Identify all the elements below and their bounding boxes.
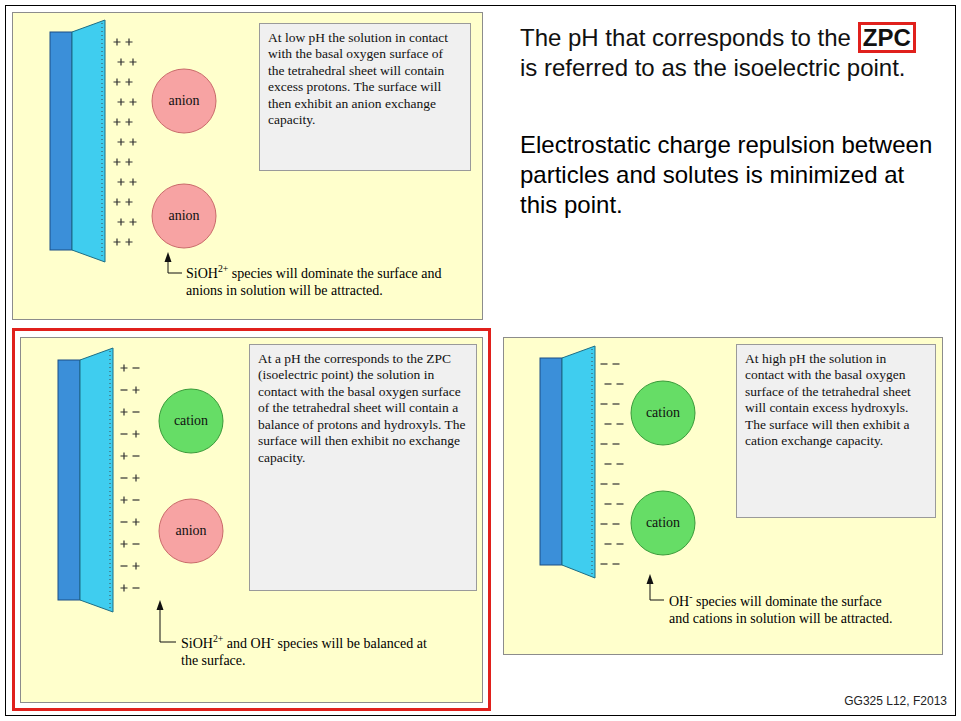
caption-text: SiOH2+ species will dominate the surface… (186, 265, 476, 299)
panel-ground (20, 337, 483, 703)
body-text: Electrostatic charge repulsion between p… (520, 130, 940, 220)
ion-circle: anion (151, 68, 217, 134)
term: ZPC (863, 24, 911, 51)
ion-label: cation (174, 413, 208, 429)
ion-label: anion (168, 208, 199, 224)
slide-border (6, 6, 956, 716)
ion-circle: anion (158, 498, 224, 564)
caption-text: OH- species will dominate the surface an… (669, 593, 899, 627)
text-block: The pH that corresponds to the ZPC is refe… (520, 22, 935, 83)
panel: SiOH2+ species will dominate the surface… (12, 12, 483, 320)
charge-symbols (114, 39, 137, 246)
leader-arrow (157, 600, 177, 642)
panel-ground (503, 337, 943, 655)
tetrahedral-sheet (50, 20, 105, 262)
tetrahedral-sheet (58, 348, 113, 612)
body-text: is referred to as the isoelectric point. (520, 54, 906, 81)
tetrahedral-sheet (540, 346, 595, 578)
text-box: At high pH the solution in contact with … (736, 344, 936, 518)
charge-symbols (601, 364, 624, 564)
highlight-frame (14, 330, 490, 710)
box-text: At low pH the solution in contact with t… (268, 30, 462, 129)
footer-note: GG325 L12, F2013 (844, 694, 947, 708)
ion-circle: cation (158, 388, 224, 454)
ion-label: anion (175, 523, 206, 539)
leader-arrow (647, 574, 665, 600)
ion-label: cation (646, 515, 680, 531)
text-box: At low pH the solution in contact with t… (259, 23, 471, 171)
caption-text: SiOH2+ and OH- species will be balanced … (181, 635, 431, 669)
panel: OH- species will dominate the surface an… (503, 337, 943, 655)
body-text: The pH that corresponds to the (520, 24, 851, 51)
ion-circle: cation (630, 380, 696, 446)
ion-label: cation (646, 405, 680, 421)
ion-label: anion (168, 93, 199, 109)
leader-arrow (165, 252, 183, 273)
panel: SiOH2+ and OH- species will be balanced … (20, 337, 483, 703)
panel-ground (12, 12, 483, 320)
highlight-box: ZPC (858, 22, 916, 53)
text-box: At a pH the corresponds to the ZPC (isoe… (249, 344, 477, 591)
charge-symbols (121, 365, 140, 592)
ion-circle: cation (630, 490, 696, 556)
box-text: At high pH the solution in contact with … (745, 351, 927, 450)
box-text: At a pH the corresponds to the ZPC (isoe… (258, 351, 468, 466)
ion-circle: anion (151, 183, 217, 249)
